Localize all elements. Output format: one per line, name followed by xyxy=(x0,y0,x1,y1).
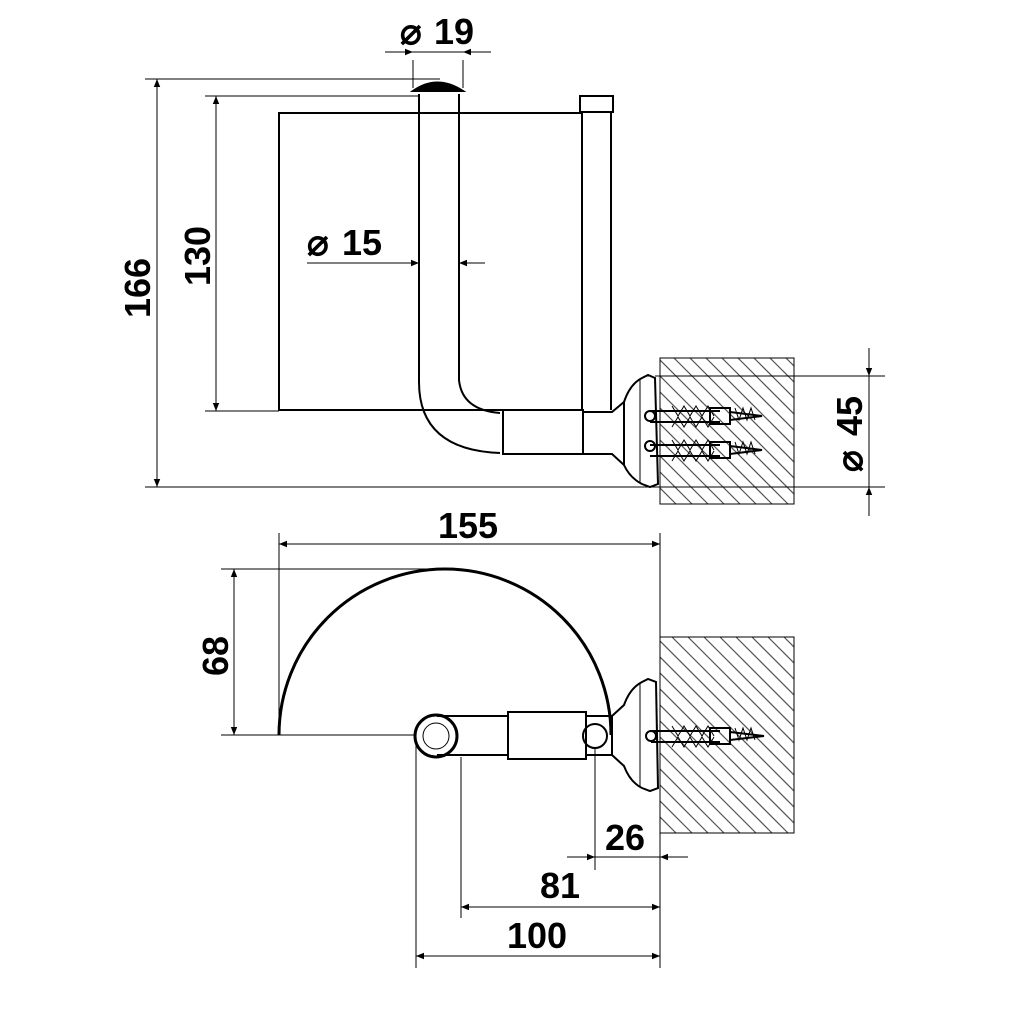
hatch-line xyxy=(660,768,725,833)
dim-label-68: 68 xyxy=(195,636,236,676)
wall-screw-top xyxy=(651,725,765,748)
dim-diameter-symbol: ⌀ xyxy=(400,11,422,52)
dim-label-26: 26 xyxy=(605,817,645,858)
wall-flange-front xyxy=(623,373,660,489)
hatch-line xyxy=(928,637,1024,833)
wall-block-front xyxy=(659,357,1024,505)
hatch-line xyxy=(866,358,1012,504)
top-view: 155 68 26 81 xyxy=(195,505,1024,968)
hatch-line xyxy=(660,672,794,808)
dim-rod-diameter: ⌀ 15 xyxy=(307,222,485,267)
hatch-line xyxy=(802,358,948,504)
hatch-line xyxy=(737,358,794,415)
dim-roll-height: 130 xyxy=(177,95,420,412)
wall-screws-front xyxy=(650,405,763,462)
dim-overall-depth: 155 xyxy=(278,505,661,735)
hatch-line xyxy=(767,637,794,664)
dim-label-130: 130 xyxy=(177,226,218,286)
dim-arm-depth: 100 xyxy=(416,915,660,960)
dim-flange-diameter: ⌀ 45 xyxy=(655,348,885,516)
arm-sleeve-front xyxy=(502,409,584,455)
dim-overall-height: 166 xyxy=(117,78,660,488)
hatch-line xyxy=(671,637,794,760)
hatch-line xyxy=(735,637,794,696)
hatch-line xyxy=(660,752,741,833)
dim-label-19: 19 xyxy=(434,11,474,52)
hatch-line xyxy=(687,637,794,744)
dim-label-81: 81 xyxy=(540,865,580,906)
hatch-line xyxy=(660,471,693,504)
hatch-line xyxy=(660,784,709,833)
hatch-line xyxy=(882,358,1024,504)
hatch-line xyxy=(896,637,1024,833)
dim-diameter-symbol: ⌀ xyxy=(307,222,329,263)
hatch-line xyxy=(660,375,789,504)
hatch-line xyxy=(912,637,1024,833)
dim-label-15: 15 xyxy=(342,222,382,263)
hatch-line xyxy=(914,358,1024,504)
holder-arm-top xyxy=(413,711,612,760)
hatch-line xyxy=(660,439,725,504)
wall-flange-top xyxy=(611,677,660,793)
front-view: ⌀ 19 ⌀ 15 166 130 xyxy=(117,11,1024,516)
hatch-line xyxy=(719,637,794,712)
hatch-line xyxy=(705,358,794,447)
rod-end-circle xyxy=(413,713,459,759)
hatch-line xyxy=(832,637,1024,833)
dim-label-155: 155 xyxy=(438,505,498,546)
hatch-line xyxy=(898,358,1024,504)
hatch-line xyxy=(660,391,773,504)
dim-top-knob-diameter: ⌀ 19 xyxy=(385,11,491,88)
hatch-line xyxy=(960,637,1024,833)
hatch-line xyxy=(880,637,1024,833)
hatch-line xyxy=(850,358,996,504)
hatch-line xyxy=(660,736,757,833)
hatch-line xyxy=(800,637,996,833)
hatch-line xyxy=(689,358,794,463)
hatch-line xyxy=(976,637,1024,833)
rod-end-knob xyxy=(409,81,467,92)
hatch-line xyxy=(864,637,1024,833)
hatch-line xyxy=(660,688,794,824)
hatch-line xyxy=(660,704,789,833)
hatch-line xyxy=(753,358,794,399)
hatch-line xyxy=(660,800,693,833)
dim-label-166: 166 xyxy=(117,258,158,318)
hatch-line xyxy=(660,720,773,833)
hatch-line xyxy=(930,358,1024,504)
dim-diameter-symbol: ⌀ xyxy=(829,450,870,472)
hatch-line xyxy=(660,423,741,504)
hatch-line xyxy=(660,455,709,504)
wall-block-top xyxy=(659,636,1024,834)
hatch-line xyxy=(751,637,794,680)
dim-rod-center-offset: 81 xyxy=(461,865,660,911)
dim-rosette-offset: 26 xyxy=(567,817,688,861)
dim-label-100: 100 xyxy=(507,915,567,956)
roll-retainer-post xyxy=(579,95,614,410)
hatch-line xyxy=(660,656,794,792)
hatch-line xyxy=(660,832,661,833)
dim-roll-projection: 68 xyxy=(195,568,445,736)
holder-rod xyxy=(409,81,501,454)
hatch-line xyxy=(848,637,1024,833)
hatch-line xyxy=(783,637,794,648)
paper-roll-top xyxy=(277,567,613,736)
dim-label-45: 45 xyxy=(829,396,870,436)
hatch-line xyxy=(816,637,1012,833)
hatch-line xyxy=(660,359,794,495)
hatch-line xyxy=(703,637,794,728)
hatch-line xyxy=(673,358,794,479)
hatch-line xyxy=(944,637,1024,833)
hatch-line xyxy=(721,358,794,431)
hatch-line xyxy=(660,407,757,504)
